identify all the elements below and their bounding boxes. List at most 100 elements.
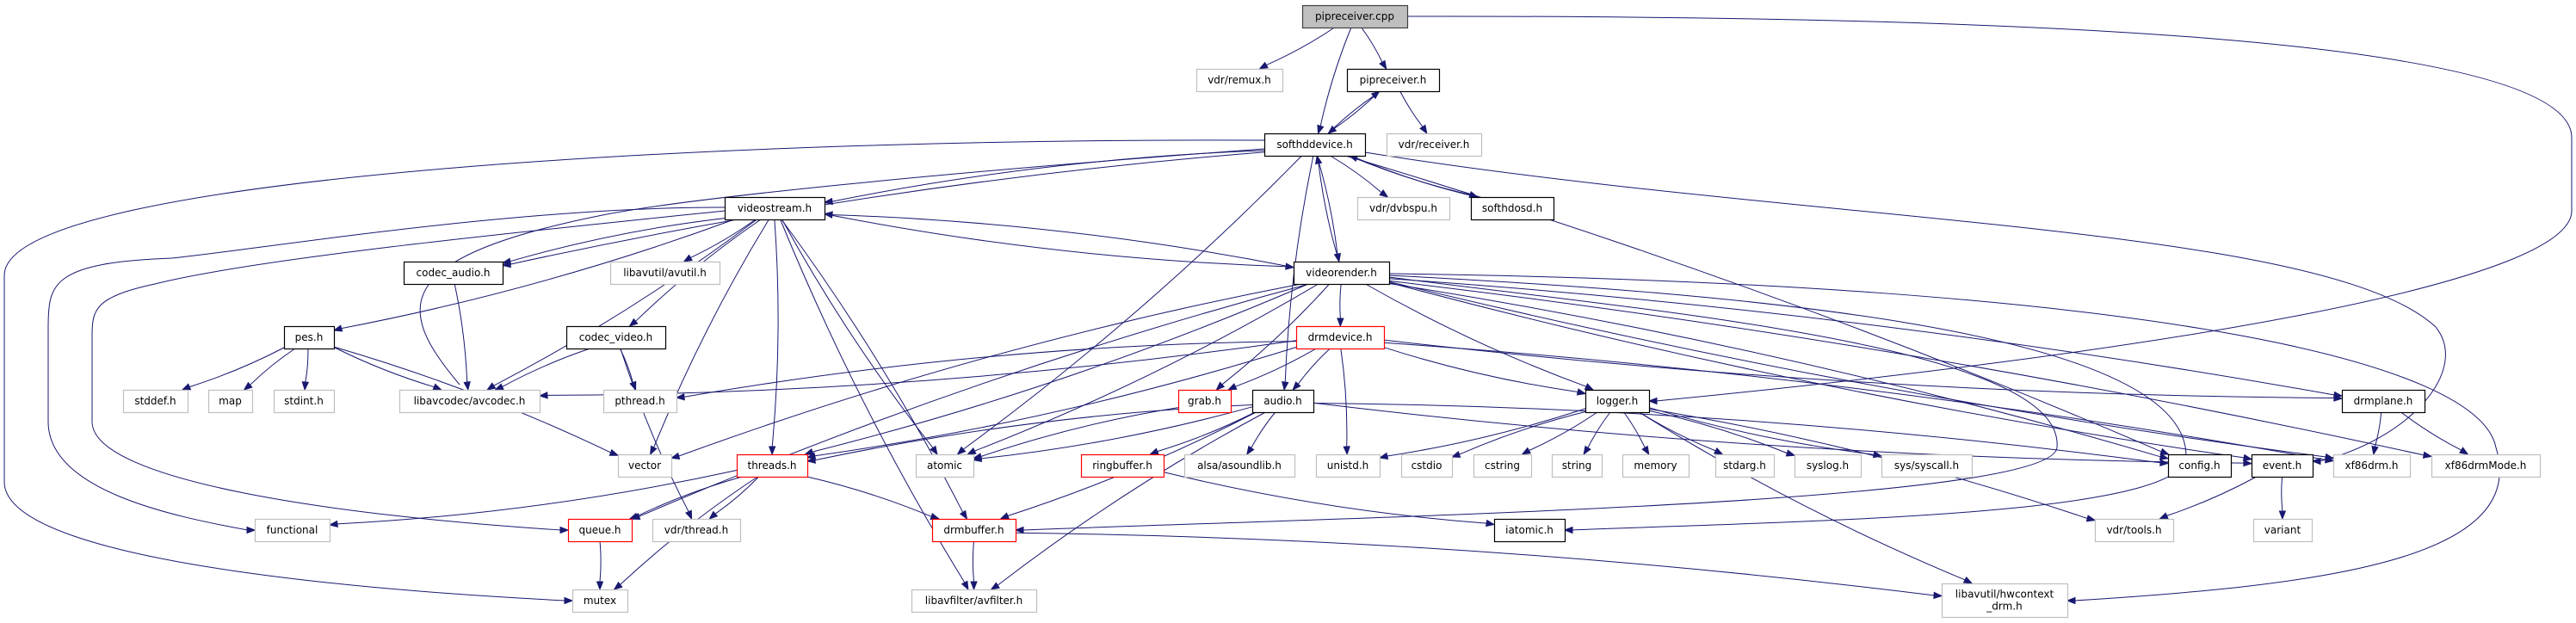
- edge-pes-to-stddef: [181, 347, 285, 391]
- node-label: xf86drmMode.h: [2445, 460, 2527, 472]
- node-box: [1400, 453, 1454, 478]
- node-drmdevice[interactable]: drmdevice.h: [1295, 325, 1386, 350]
- edge-line: [2400, 411, 2462, 451]
- arrowhead-icon: [1521, 447, 1531, 455]
- arrowhead-icon: [2459, 447, 2469, 455]
- edge-drmbuffer-to-hwcontext_drm: [1015, 532, 1943, 600]
- edge-videorender-to-config: [1388, 283, 2170, 460]
- node-box: [652, 518, 742, 543]
- edge-line: [1399, 90, 1424, 127]
- node-box: [1346, 68, 1441, 93]
- node-label: vdr/tools.h: [2106, 524, 2161, 536]
- node-vdr-remux: vdr/remux.h: [1195, 68, 1284, 93]
- node-logger[interactable]: logger.h: [1585, 389, 1651, 414]
- arrowhead-icon: [804, 447, 814, 455]
- edge-line: [1319, 27, 1352, 126]
- edge-line: [1313, 402, 2245, 464]
- arrowhead-icon: [628, 512, 639, 520]
- edge-threads-to-functional: [328, 470, 738, 528]
- edge-audio-to-asoundlib: [1246, 411, 1276, 456]
- node-drmbuffer[interactable]: drmbuffer.h: [931, 518, 1017, 543]
- node-label: logger.h: [1597, 395, 1639, 407]
- node-asoundlib: alsa/asoundlib.h: [1183, 453, 1296, 478]
- arrowhead-icon: [501, 257, 512, 265]
- node-label: queue.h: [578, 524, 621, 536]
- node-softhddevice[interactable]: softhddevice.h: [1263, 133, 1367, 157]
- arrowhead-icon: [1258, 61, 1269, 70]
- edge-line: [1648, 407, 1875, 455]
- node-avcodec: libavcodec/avcodec.h: [398, 389, 541, 414]
- node-label: stdarg.h: [1723, 460, 1766, 472]
- node-label: videorender.h: [1306, 267, 1377, 279]
- arrowhead-icon: [967, 447, 977, 455]
- node-box: [398, 389, 541, 414]
- arrowhead-icon: [959, 509, 968, 521]
- node-config[interactable]: config.h: [2167, 453, 2233, 478]
- node-box: [207, 389, 254, 414]
- node-box: [1356, 196, 1451, 221]
- edge-drmdevice-to-grab: [1226, 348, 1317, 391]
- node-label: xf86drm.h: [2344, 460, 2398, 472]
- node-label: iatomic.h: [1505, 524, 1554, 536]
- node-box: [2094, 518, 2175, 543]
- node-queue[interactable]: queue.h: [567, 518, 633, 543]
- arrowhead-icon: [999, 512, 1010, 520]
- node-event[interactable]: event.h: [2251, 453, 2314, 478]
- node-ringbuffer[interactable]: ringbuffer.h: [1080, 453, 1165, 478]
- node-softhdosd[interactable]: softhdosd.h: [1470, 196, 1555, 221]
- node-grab[interactable]: grab.h: [1177, 389, 1232, 414]
- node-threads[interactable]: threads.h: [736, 453, 809, 478]
- arrowhead-icon: [181, 383, 192, 391]
- edge-line: [1157, 411, 1256, 453]
- edge-audio-to-event: [1313, 402, 2253, 467]
- node-label: stddef.h: [134, 395, 176, 407]
- node-audio[interactable]: audio.h: [1251, 389, 1315, 414]
- edge-line: [683, 341, 1297, 398]
- arrowhead-icon: [1450, 450, 1461, 458]
- edge-line: [1648, 410, 1788, 454]
- arrowhead-icon: [2066, 596, 2076, 605]
- node-vector: vector: [617, 453, 673, 478]
- edge-line: [620, 348, 689, 512]
- edge-drmdevice-to-xf86drm: [1383, 342, 2335, 464]
- node-label: drmplane.h: [2354, 395, 2413, 407]
- node-label: drmdevice.h: [1308, 331, 1373, 343]
- node-codec-video[interactable]: codec_video.h: [565, 325, 667, 350]
- node-pes[interactable]: pes.h: [283, 325, 336, 350]
- node-label: vdr/remux.h: [1208, 74, 1271, 86]
- arrowhead-icon: [2159, 512, 2169, 520]
- arrowhead-icon: [970, 581, 978, 591]
- edge-line: [1529, 411, 1598, 452]
- node-label: vector: [628, 460, 661, 472]
- edge-logger-to-syslog: [1648, 410, 1796, 457]
- edge-line: [1221, 283, 1330, 386]
- node-box: [1177, 389, 1232, 414]
- arrowhead-icon: [463, 381, 471, 392]
- arrowhead-icon: [2333, 394, 2344, 402]
- arrowhead-icon: [564, 596, 574, 605]
- node-drmplane[interactable]: drmplane.h: [2341, 389, 2426, 414]
- node-avfilter: libavfilter/avfilter.h: [911, 589, 1038, 614]
- edge-videostream-to-videorender: [824, 213, 1295, 270]
- node-videostream[interactable]: videostream.h: [724, 196, 826, 221]
- node-videorender[interactable]: videorender.h: [1293, 261, 1391, 286]
- edge-line: [502, 348, 590, 387]
- arrowhead-icon: [649, 445, 658, 456]
- edge-videorender-to-drmdevice: [1337, 283, 1344, 328]
- edge-line: [1639, 411, 1966, 581]
- node-box: [1551, 453, 1603, 478]
- node-label: stdint.h: [284, 395, 324, 407]
- node-box: [1473, 453, 1533, 478]
- node-iatomic[interactable]: iatomic.h: [1493, 518, 1566, 543]
- arrowhead-icon: [2085, 515, 2097, 522]
- node-label: functional: [267, 524, 318, 536]
- node-label: cstring: [1485, 460, 1520, 472]
- edge-line: [305, 348, 309, 383]
- edge-line: [1356, 157, 1478, 198]
- node-label: atomic: [927, 460, 962, 472]
- node-pipreceiver-h[interactable]: pipreceiver.h: [1346, 68, 1441, 93]
- node-codec-audio[interactable]: codec_audio.h: [403, 261, 504, 286]
- node-label: variant: [2264, 524, 2301, 536]
- arrowhead-icon: [328, 520, 338, 528]
- node-pipreceiver-cpp[interactable]: pipreceiver.cpp: [1301, 4, 1409, 29]
